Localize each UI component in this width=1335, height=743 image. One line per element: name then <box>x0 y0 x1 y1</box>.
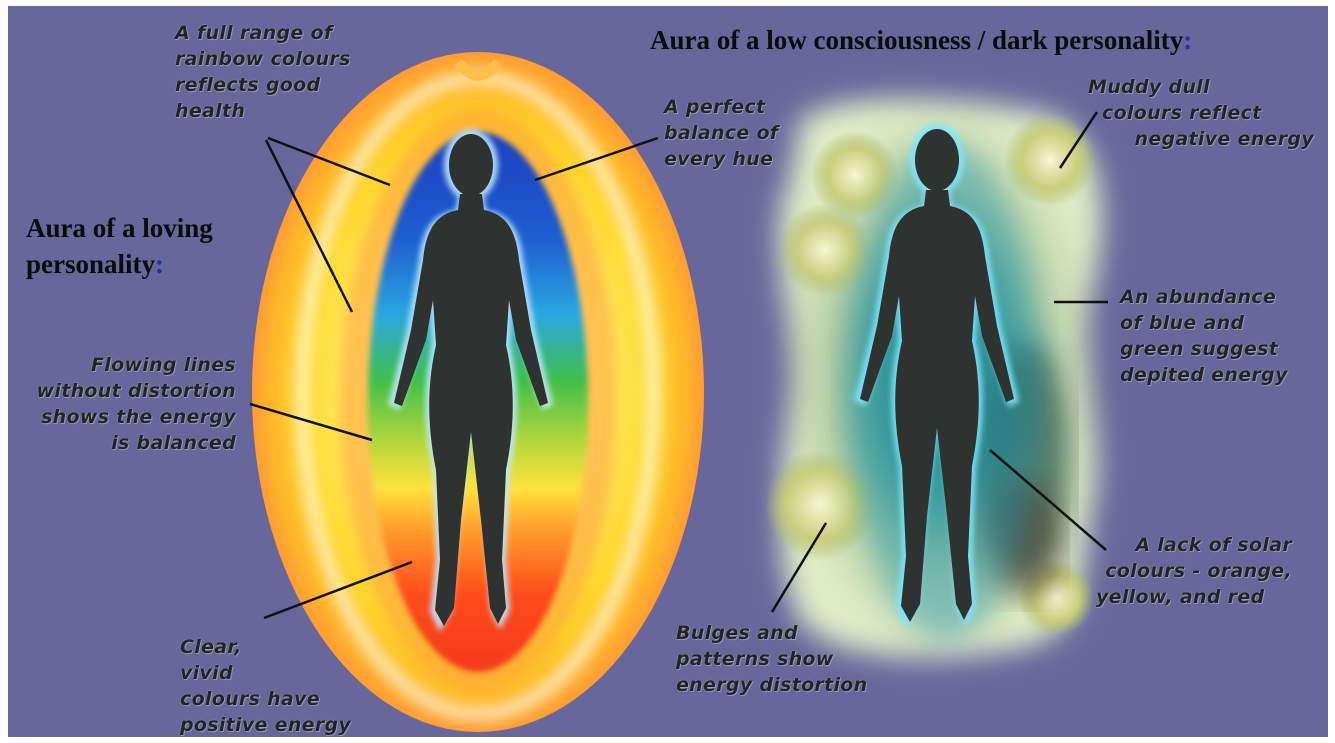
note-clear-vivid: Clear, vivid colours have positive energ… <box>180 634 351 738</box>
note-line: rainbow colours <box>175 46 351 72</box>
note-line: of blue and <box>1120 310 1288 336</box>
note-line: A full range of <box>175 20 351 46</box>
note-perfect-balance: A perfect balance of every hue <box>664 94 778 172</box>
heading-colon: : <box>155 249 164 279</box>
note-line: Flowing lines <box>14 352 236 378</box>
note-line: health <box>175 98 351 124</box>
note-line: A perfect <box>664 94 778 120</box>
note-full-range: A full range of rainbow colours reflects… <box>175 20 351 124</box>
heading-colon: : <box>1183 25 1192 55</box>
note-line: colours reflect <box>1060 100 1314 126</box>
note-line: vivid <box>180 660 351 686</box>
heading-loving-line1: Aura of a loving <box>26 210 213 246</box>
note-flowing-lines: Flowing lines without distortion shows t… <box>14 352 236 456</box>
note-line: every hue <box>664 146 778 172</box>
note-line: shows the energy <box>14 404 236 430</box>
note-line: patterns show <box>676 646 867 672</box>
note-line: colours - orange, <box>1096 558 1292 584</box>
heading-loving-line2: personality: <box>26 246 213 282</box>
note-lack-solar: A lack of solar colours - orange, yellow… <box>1096 532 1292 610</box>
note-line: negative energy <box>1060 126 1314 152</box>
note-line: Muddy dull <box>1060 74 1314 100</box>
note-muddy-dull: Muddy dull colours reflect negative ener… <box>1060 74 1314 152</box>
note-line: positive energy <box>180 712 351 738</box>
note-line: energy distortion <box>676 672 867 698</box>
note-line: is balanced <box>14 430 236 456</box>
note-line: Bulges and <box>676 620 867 646</box>
note-line: colours have <box>180 686 351 712</box>
heading-loving-personality: Aura of a loving personality: <box>26 210 213 282</box>
note-line: reflects good <box>175 72 351 98</box>
note-line: yellow, and red <box>1096 584 1292 610</box>
heading-dark-line: Aura of a low consciousness / dark perso… <box>650 22 1192 58</box>
note-bulges: Bulges and patterns show energy distorti… <box>676 620 867 698</box>
note-line: without distortion <box>14 378 236 404</box>
note-line: depited energy <box>1120 362 1288 388</box>
note-line: green suggest <box>1120 336 1288 362</box>
heading-dark-personality: Aura of a low consciousness / dark perso… <box>650 22 1192 58</box>
note-abundance-blue: An abundance of blue and green suggest d… <box>1120 284 1288 388</box>
note-line: An abundance <box>1120 284 1288 310</box>
note-line: A lack of solar <box>1096 532 1292 558</box>
note-line: Clear, <box>180 634 351 660</box>
note-line: balance of <box>664 120 778 146</box>
